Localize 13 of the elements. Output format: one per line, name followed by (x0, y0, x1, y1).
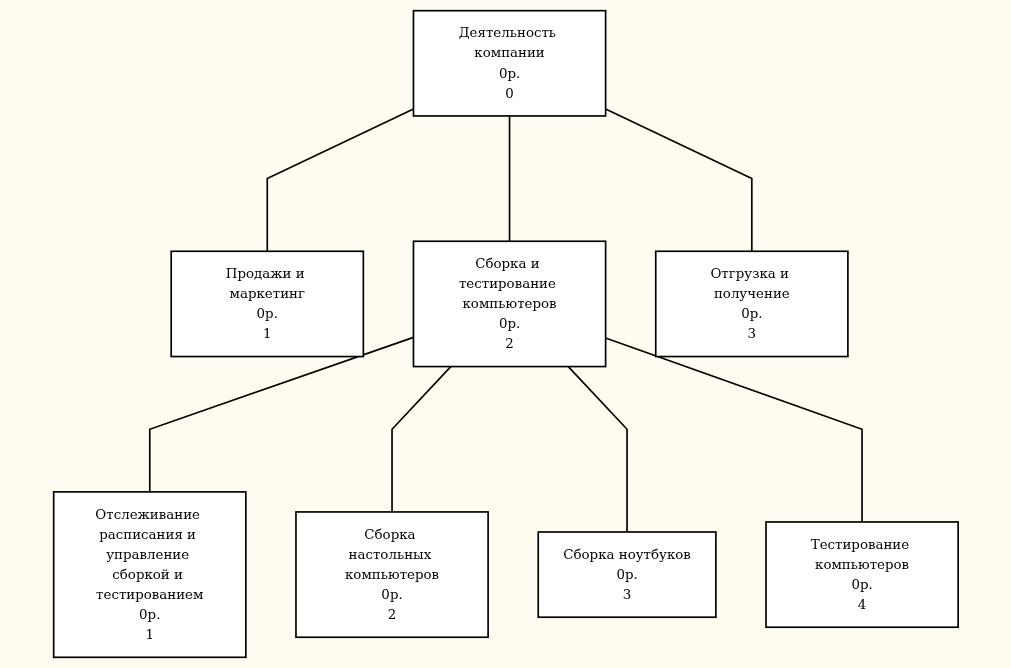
node-box: Отслеживание расписания и управление сборкой и тестированием 0р. 1 (52, 491, 247, 659)
node-box: Продажи и маркетинг 0р. 1 (169, 250, 364, 358)
node-box: Сборка и тестирование компьютеров 0р. 2 (412, 240, 607, 368)
node-box: Отгрузка и получение 0р. 3 (654, 250, 849, 358)
node-box: Сборка настольных компьютеров 0р. 2 (294, 511, 489, 639)
node-box: Сборка ноутбуков 0р. 3 (536, 531, 717, 619)
node-box: Тестирование компьютеров 0р. 4 (764, 521, 959, 629)
node-box: Деятельность компании 0р. 0 (412, 9, 607, 117)
connector (508, 115, 510, 243)
connector (390, 365, 452, 513)
connector (567, 365, 628, 533)
connector (266, 108, 414, 253)
connector (148, 336, 414, 493)
